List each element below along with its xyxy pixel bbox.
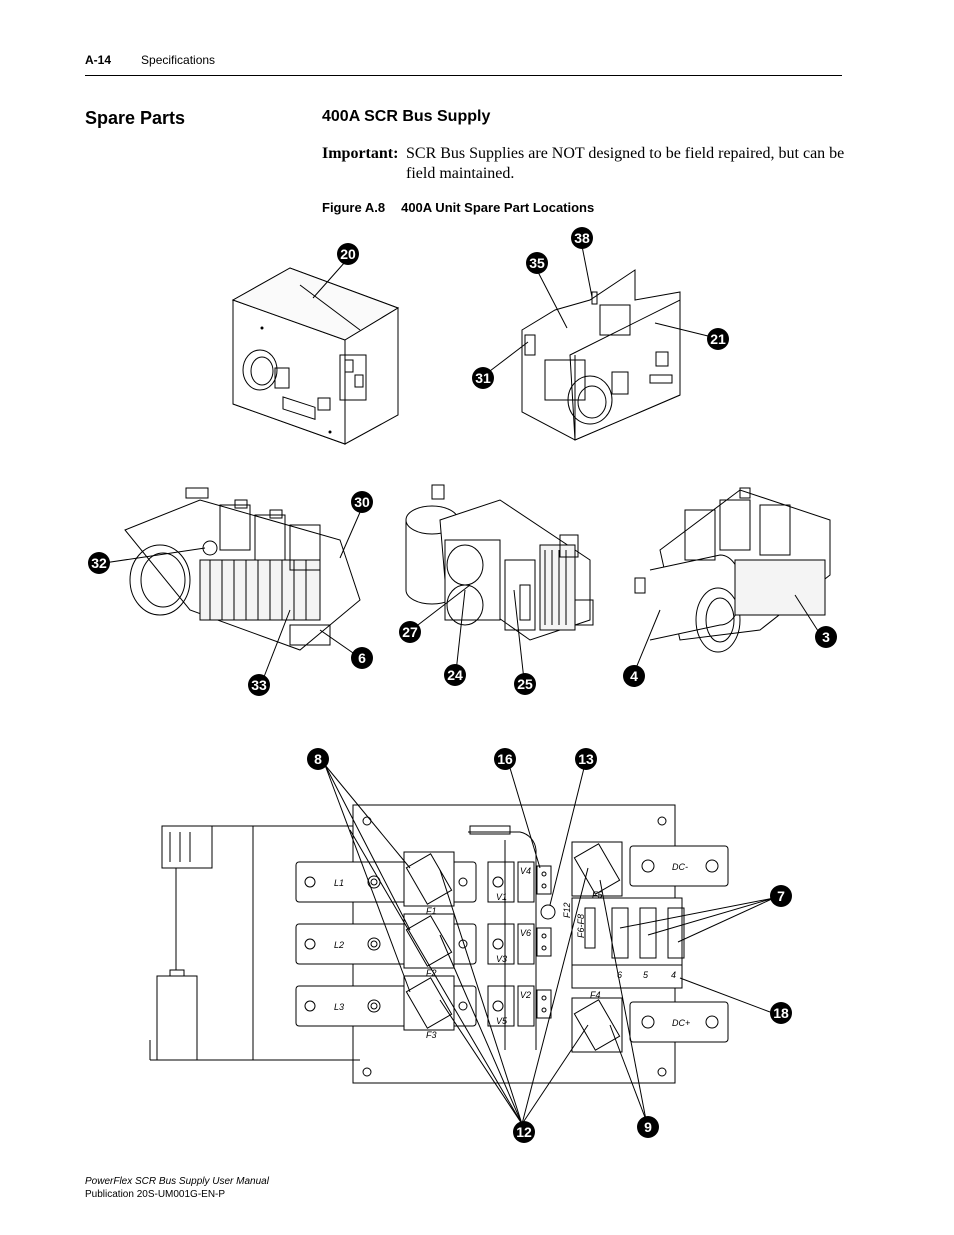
svg-text:24: 24 <box>447 667 463 683</box>
callout-9: 9 <box>637 1116 659 1138</box>
figure-number: Figure A.8 <box>322 200 386 215</box>
svg-text:6: 6 <box>358 650 366 666</box>
footer-publication: Publication 20S-UM001G-EN-P <box>85 1189 226 1200</box>
svg-text:7: 7 <box>777 888 785 904</box>
callout-32: 32 <box>88 552 110 574</box>
callout-3: 3 <box>815 626 837 648</box>
chapter-name: Specifications <box>141 53 216 67</box>
callout-7: 7 <box>770 885 792 907</box>
svg-text:9: 9 <box>644 1119 652 1135</box>
svg-text:35: 35 <box>529 255 545 271</box>
fan-assembly-drawing <box>634 487 831 653</box>
svg-text:25: 25 <box>517 676 533 692</box>
leader-lines <box>103 245 821 1125</box>
heatsink-fan-drawing <box>405 484 594 641</box>
label-f3: F3 <box>426 1030 437 1040</box>
enclosure-cover-drawing <box>231 267 400 445</box>
svg-text:31: 31 <box>475 370 491 386</box>
label-terminal-6: 6 <box>617 970 622 980</box>
label-l1: L1 <box>334 878 344 888</box>
svg-text:3: 3 <box>822 629 830 645</box>
page-number: A-14 <box>85 53 112 67</box>
callout-6: 6 <box>351 647 373 669</box>
label-f4: F4 <box>590 990 601 1000</box>
callout-18: 18 <box>770 1002 792 1024</box>
svg-text:12: 12 <box>516 1124 532 1140</box>
top-view-schematic <box>149 804 729 1084</box>
callout-27: 27 <box>399 621 421 643</box>
svg-text:30: 30 <box>354 494 370 510</box>
label-f1: F1 <box>426 906 437 916</box>
important-label: Important: <box>322 145 399 162</box>
figure-title: 400A Unit Spare Part Locations <box>401 200 595 215</box>
callout-13: 13 <box>575 748 597 770</box>
callout-8: 8 <box>307 748 329 770</box>
schematic-labels: L1 L2 L3 F1 F2 F3 F4 F5 F12 F6-F8 V4 V1 … <box>334 862 690 1040</box>
callout-4: 4 <box>623 665 645 687</box>
callout-31: 31 <box>472 367 494 389</box>
label-f12: F12 <box>562 902 572 918</box>
label-v2: V2 <box>520 990 531 1000</box>
callout-20: 20 <box>337 243 359 265</box>
svg-text:21: 21 <box>710 331 726 347</box>
svg-text:27: 27 <box>402 624 418 640</box>
label-v4: V4 <box>520 866 531 876</box>
label-dc-plus: DC+ <box>672 1018 690 1028</box>
label-v5: V5 <box>496 1016 508 1026</box>
label-l3: L3 <box>334 1002 344 1012</box>
important-text: SCR Bus Supplies are NOT designed to be … <box>406 145 845 182</box>
chassis-drawing <box>521 269 681 441</box>
svg-text:20: 20 <box>340 246 356 262</box>
callout-30: 30 <box>351 491 373 513</box>
header-rule <box>85 75 842 76</box>
svg-text:13: 13 <box>578 751 594 767</box>
page-footer: PowerFlex SCR Bus Supply User Manual Pub… <box>85 1175 269 1201</box>
callout-38: 38 <box>571 227 593 249</box>
label-terminal-4: 4 <box>671 970 676 980</box>
callout-24: 24 <box>444 664 466 686</box>
svg-text:32: 32 <box>91 555 107 571</box>
label-f5: F5 <box>592 890 603 900</box>
label-v1: V1 <box>496 892 507 902</box>
label-v6: V6 <box>520 928 531 938</box>
callout-16: 16 <box>494 748 516 770</box>
callout-markers: 20 38 35 21 31 30 32 6 33 27 24 25 3 4 8… <box>88 227 837 1143</box>
callout-33: 33 <box>248 674 270 696</box>
footer-manual-title: PowerFlex SCR Bus Supply User Manual <box>85 1176 269 1187</box>
page-header: A-14 Specifications <box>85 53 215 67</box>
callout-12: 12 <box>513 1121 535 1143</box>
subsection-title: 400A SCR Bus Supply <box>322 108 491 125</box>
svg-text:18: 18 <box>773 1005 789 1021</box>
label-terminal-5: 5 <box>643 970 649 980</box>
section-title: Spare Parts <box>85 108 186 128</box>
callout-21: 21 <box>707 328 729 350</box>
svg-text:33: 33 <box>251 677 267 693</box>
svg-text:16: 16 <box>497 751 513 767</box>
label-f6-f8: F6-F8 <box>576 914 586 938</box>
scr-assembly-drawing <box>124 487 361 651</box>
svg-text:4: 4 <box>630 668 638 684</box>
label-v3: V3 <box>496 954 507 964</box>
svg-text:38: 38 <box>574 230 590 246</box>
svg-text:8: 8 <box>314 751 322 767</box>
callout-25: 25 <box>514 673 536 695</box>
figure-caption: Figure A.8 400A Unit Spare Part Locations <box>322 200 594 215</box>
label-f2: F2 <box>426 968 437 978</box>
label-dc-minus: DC- <box>672 862 688 872</box>
label-l2: L2 <box>334 940 344 950</box>
callout-35: 35 <box>526 252 548 274</box>
